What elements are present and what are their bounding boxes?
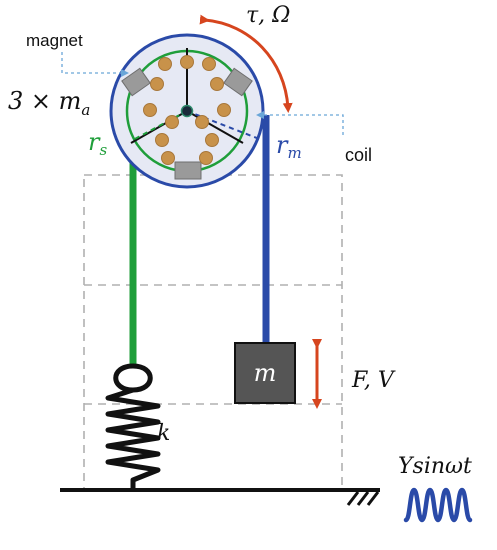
mass-block [234,342,296,404]
force-velocity-label: F, V [351,368,396,393]
radius-rs-subscript: s [99,141,107,159]
magnet-mass-label: 3 × ma [8,87,90,119]
radius-rs-label: rs [88,128,107,159]
rotation-arrow [199,14,293,113]
magnet-block-left [121,67,151,97]
torque-speed-label: τ, Ω [246,3,290,28]
rotor-axle [180,104,194,118]
rotor [109,33,265,189]
spring [105,363,161,490]
mass-label: m [254,359,277,387]
magnet-block-bottom [174,161,202,180]
coil-label: coil [345,145,372,165]
magnet-leader-line [61,52,129,77]
radius-rs-line [132,110,188,141]
coil-leader-line [256,111,344,135]
magnet-label: magnet [26,31,83,50]
ground-hatch [346,491,380,506]
excitation-label: Ysinωt [398,454,472,479]
ground [60,488,380,506]
magnet-mass-subscript: a [81,101,90,119]
spring-constant-label: k [157,421,170,446]
radius-rm-label: rm [276,131,302,162]
radius-rm-subscript: m [287,144,301,162]
excitation-wave-icon [403,487,473,523]
